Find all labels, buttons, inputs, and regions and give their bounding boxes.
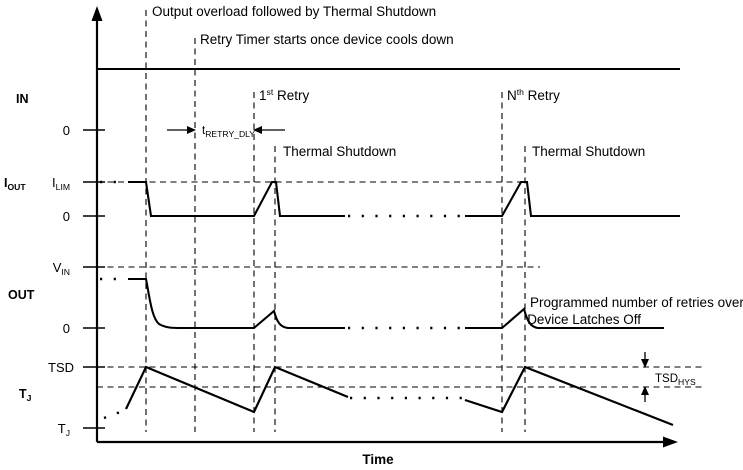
signal-label-in: IN	[16, 92, 29, 106]
annotation-nth-retry: Nth Retry	[507, 87, 560, 103]
x-axis-arrowhead	[663, 436, 678, 448]
signal-label-iout: IOUT	[4, 176, 26, 192]
tj-trace-right	[464, 365, 674, 427]
x-axis-label: Time	[362, 452, 394, 467]
y-axis-labels: 0 ILIM 0 VIN 0 TSD TJ	[48, 123, 74, 438]
out-trace-left	[128, 277, 345, 330]
y-label-out-zero: 0	[63, 321, 70, 336]
retry-delay-measurement	[167, 126, 285, 134]
retry-delay-right-arrowhead	[253, 126, 262, 134]
iout-trace-right	[465, 180, 680, 218]
horizontal-reference-lines	[97, 181, 704, 388]
y-label-tj-base: TJ	[58, 421, 70, 438]
retry-delay-left-arrowhead	[187, 126, 196, 134]
annotation-first-retry: 1st Retry	[259, 87, 309, 103]
y-label-vin: VIN	[53, 260, 70, 277]
annotations: Output overload followed by Thermal Shut…	[152, 4, 743, 467]
tsd-hys-bottom-arrowhead	[641, 386, 649, 395]
waveform-iout	[100, 180, 680, 218]
annotation-latch-line1: Programmed number of retries over,	[530, 295, 743, 310]
y-label-tsd: TSD	[48, 360, 74, 375]
tsd-hys-top-arrowhead	[641, 359, 649, 368]
y-label-in-zero: 0	[63, 123, 70, 138]
annotation-output-overload: Output overload followed by Thermal Shut…	[152, 4, 436, 19]
annotation-tsd-hys: TSDHYS	[655, 373, 696, 387]
signal-labels: IN IOUT OUT TJ	[4, 92, 35, 403]
annotation-latch-line2: Device Latches Off	[527, 312, 641, 327]
tj-leading-dots	[103, 409, 124, 420]
y-label-iout-zero: 0	[63, 209, 70, 224]
waveform-tj	[103, 365, 674, 427]
tsd-hys-measurement	[641, 352, 649, 402]
annotation-retry-timer: Retry Timer starts once device cools dow…	[200, 32, 454, 47]
tj-trace-left	[125, 365, 349, 414]
waveform-out	[100, 277, 664, 330]
signal-label-out: OUT	[8, 288, 35, 302]
annotation-retry-delay: tRETRY_DLY	[202, 125, 255, 139]
y-label-ilim: ILIM	[52, 175, 70, 192]
signal-label-tj: TJ	[19, 387, 32, 403]
out-trace-right	[465, 307, 664, 330]
annotation-thermal-shutdown-n: Thermal Shutdown	[532, 144, 645, 159]
axes	[91, 6, 678, 448]
iout-trace-left	[128, 180, 345, 218]
annotation-thermal-shutdown-1: Thermal Shutdown	[283, 144, 396, 159]
y-axis-arrowhead	[91, 6, 103, 21]
vertical-event-markers	[145, 10, 526, 432]
